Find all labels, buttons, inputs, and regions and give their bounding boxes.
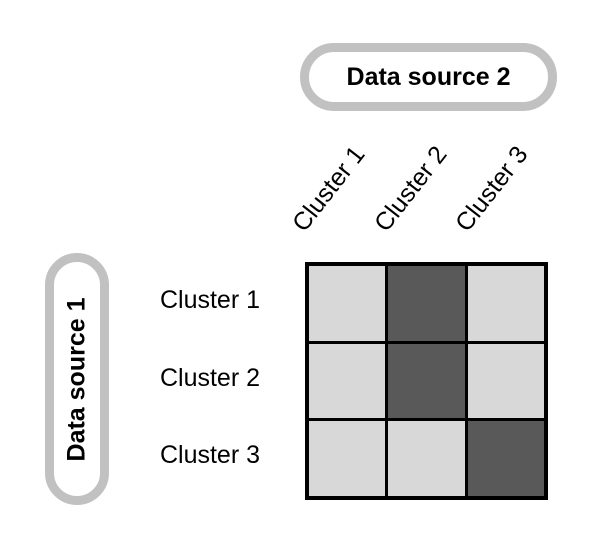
row-label-cluster-2: Cluster 2 — [159, 364, 261, 392]
column-label-cluster-1: Cluster 1 — [286, 140, 371, 237]
matrix-cell-r1c3 — [467, 266, 544, 341]
data-source-1-label: Data source 1 — [62, 297, 91, 461]
row-label-cluster-1: Cluster 1 — [159, 286, 261, 314]
data-source-2-label: Data source 2 — [346, 62, 511, 91]
row-label-cluster-3: Cluster 3 — [159, 441, 261, 469]
matrix-cell-r2c3 — [467, 343, 544, 419]
matrix-cell-r1c2 — [388, 266, 465, 341]
matrix-cell-r2c1 — [309, 343, 386, 419]
data-source-1-pill: Data source 1 — [45, 253, 109, 505]
matrix-cell-r2c2 — [388, 343, 465, 419]
column-label-cluster-2: Cluster 2 — [368, 140, 453, 237]
matrix-cell-r1c1 — [309, 266, 386, 341]
matrix-cell-r3c2 — [388, 421, 465, 496]
column-label-cluster-3: Cluster 3 — [449, 140, 534, 237]
matrix-cell-r3c1 — [309, 421, 386, 496]
matrix-cell-r3c3 — [467, 421, 544, 496]
correspondence-matrix — [305, 262, 548, 500]
data-source-2-pill: Data source 2 — [300, 43, 557, 111]
